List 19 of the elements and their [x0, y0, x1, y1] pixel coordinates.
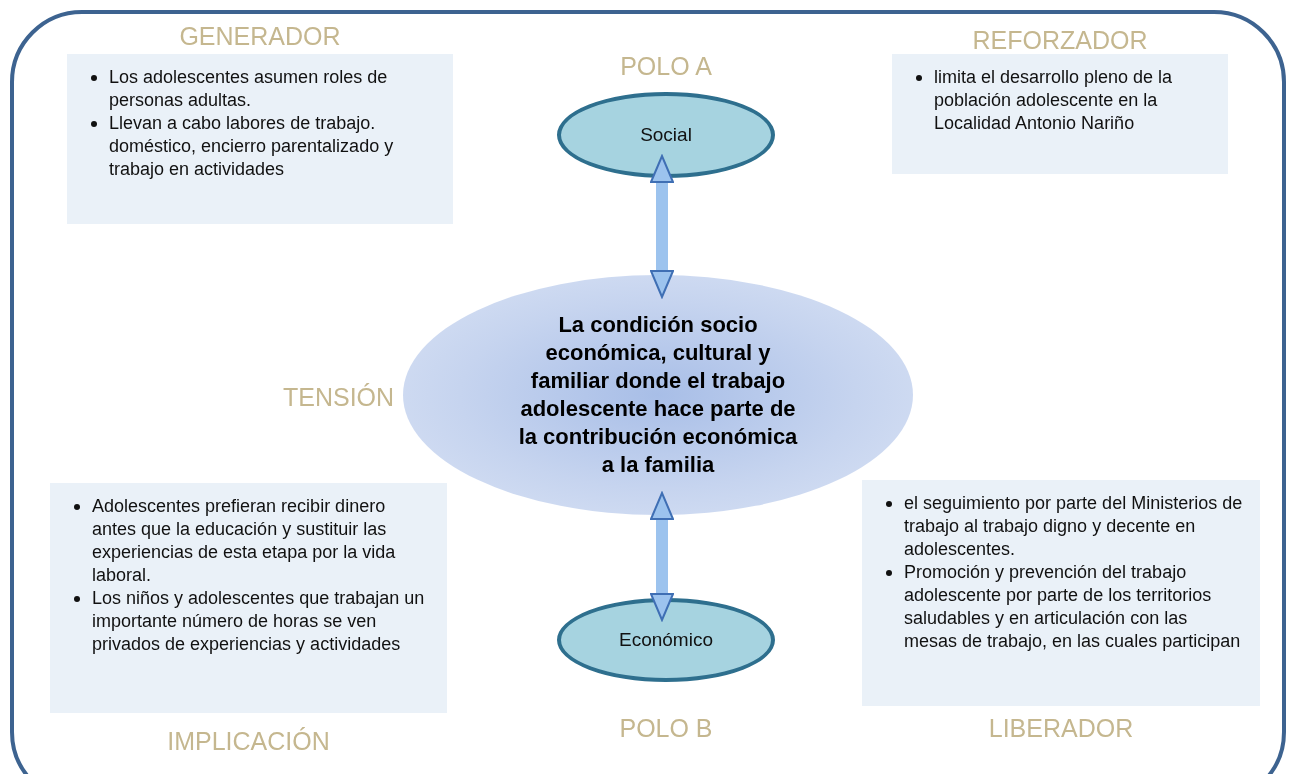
bullet-text: limita el desarrollo pleno de la población adolescente en la Localidad Antonio Nariño — [934, 67, 1173, 133]
tension-label: TENSIÓN — [283, 383, 395, 412]
section-heading: IMPLICACIÓN — [166, 727, 331, 756]
bullet-text: Los niños y adolescentes que trabajan un importante número de horas se ven privados de experiencias y actividades — [92, 588, 425, 654]
section-heading: POLO A — [619, 52, 713, 81]
central-statement: La condición socio económica, cultural y familiar donde el trabajo adolescente hace parte de la contribución económica a la familia — [517, 311, 799, 479]
bullet-text: Adolescentes prefieran recibir dinero antes que la educación y sustituir las experiencias de esta etapa por la vida laboral. — [92, 496, 396, 585]
bullet-text: Promoción y prevención del trabajo adolescente por parte de los territorios saludables y en articulación con las mesas de trabajo, en las cuales participan — [904, 562, 1241, 651]
double-arrow — [650, 492, 674, 621]
ellipse-label: Económico — [619, 629, 713, 651]
section-heading: LIBERADOR — [987, 714, 1135, 743]
ellipse-label: Social — [640, 124, 692, 146]
section-heading: GENERADOR — [178, 22, 342, 51]
double-arrow — [650, 155, 674, 298]
section-heading: REFORZADOR — [971, 26, 1149, 55]
bullet-text: Los adolescentes asumen roles de personas adultas. — [109, 67, 388, 110]
bullet-text: el seguimiento por parte del Ministerios de trabajo al trabajo digno y decente en adolescentes. — [904, 493, 1243, 559]
bullet-text: Llevan a cabo labores de trabajo. doméstico, encierro parentalizado y trabajo en actividades — [109, 113, 394, 179]
section-heading: POLO B — [618, 714, 714, 743]
